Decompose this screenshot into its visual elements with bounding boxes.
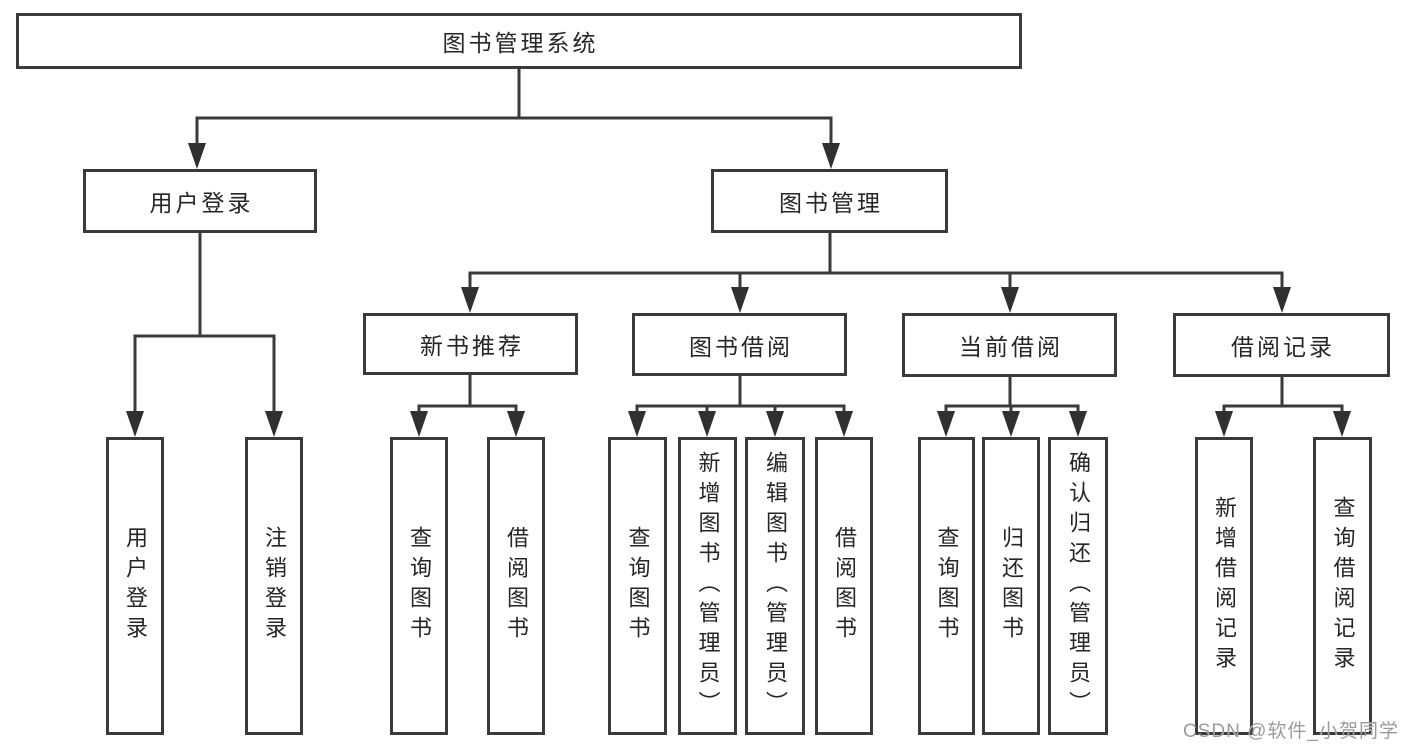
leaf-confirm-return-admin: 确认归还（管理员） [1048, 437, 1108, 735]
node-book-management: 图书管理 [711, 169, 948, 233]
leaf-logout-login: 注销登录 [245, 437, 303, 735]
node-root: 图书管理系统 [16, 13, 1022, 69]
leaf-add-books-admin: 新增图书（管理员） [678, 437, 737, 735]
leaf-borrow-books-recommend: 借阅图书 [487, 437, 545, 735]
node-borrowing-records: 借阅记录 [1173, 313, 1390, 377]
watermark: CSDN @软件_小贺同学 [1183, 721, 1399, 742]
leaf-query-borrow-record: 查询借阅记录 [1313, 437, 1372, 735]
leaf-edit-books-admin: 编辑图书（管理员） [745, 437, 805, 735]
leaf-query-books-recommend: 查询图书 [390, 437, 448, 735]
leaf-query-books-borrow: 查询图书 [608, 437, 667, 735]
node-current-borrowing: 当前借阅 [902, 313, 1117, 377]
leaf-user-login: 用户登录 [106, 437, 164, 735]
node-user-login: 用户登录 [83, 169, 317, 233]
leaf-add-borrow-record: 新增借阅记录 [1195, 437, 1253, 735]
node-new-book-recommendation: 新书推荐 [363, 313, 578, 375]
leaf-query-books-current: 查询图书 [918, 437, 975, 735]
node-book-borrowing: 图书借阅 [632, 313, 847, 376]
leaf-return-books: 归还图书 [982, 437, 1040, 735]
leaf-borrow-books-borrow: 借阅图书 [815, 437, 873, 735]
